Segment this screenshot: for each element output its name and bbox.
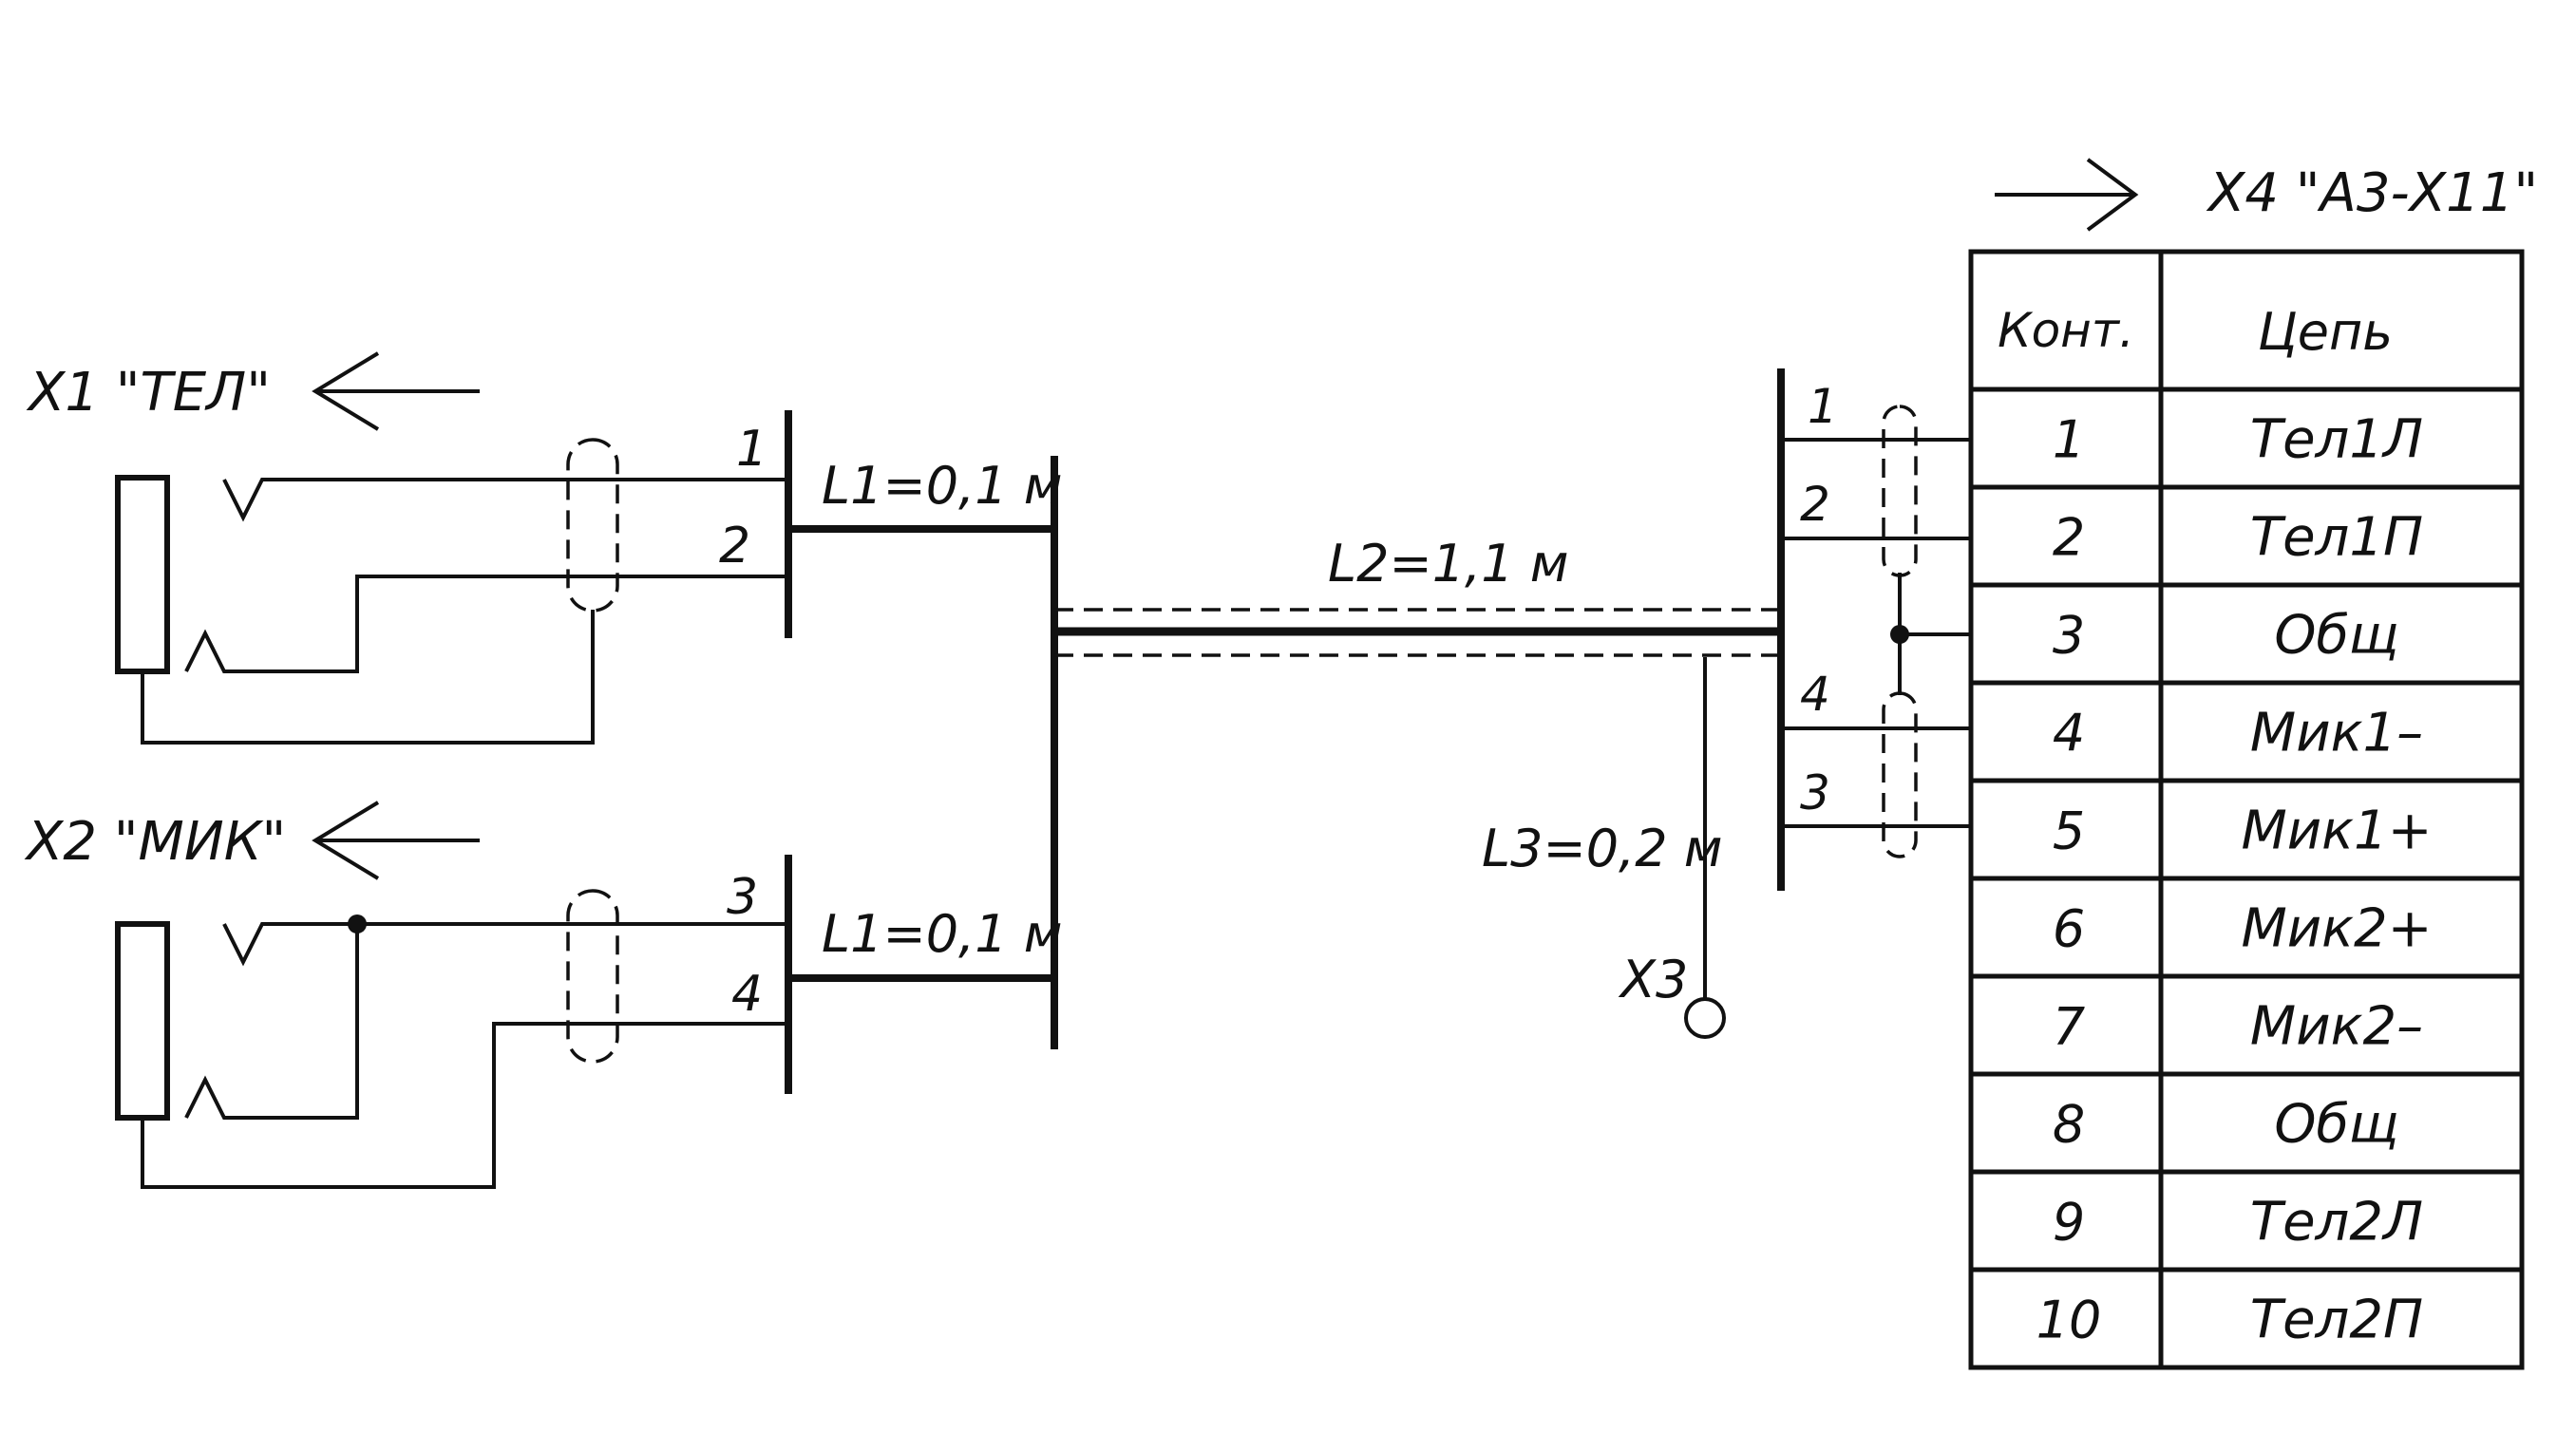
x2-wire-3 (222, 922, 788, 967)
x4-pin-1: 1 (1808, 379, 1838, 434)
x4-table-contact-cell: 4 (2053, 704, 2085, 764)
x4-table-row: 8 Общ (2053, 1094, 2399, 1156)
x1-wire-2 (184, 575, 788, 673)
x4-table-row: 3 Общ (2053, 605, 2399, 667)
x4-table-circuit-cell: Тел1Л (2250, 409, 2423, 471)
connector-x2: X2 "МИК" 3 4 (24, 801, 792, 1189)
harness: L1=0,1 м L1=0,1 м L2=1,1 м L3=0,2 м X3 (788, 456, 1781, 1049)
connector-x2-label: X2 "МИК" (24, 811, 286, 873)
x4-table-circuit-cell: Тел1П (2250, 507, 2423, 569)
x2-shield-icon (566, 889, 619, 1064)
x4-junction-dot (1890, 625, 1909, 644)
x4-table-contact-cell: 6 (2053, 899, 2085, 959)
x4-table-contact-cell: 8 (2053, 1095, 2085, 1155)
x4-shield-bottom-icon (1882, 691, 1918, 858)
x4-table-row: 2 Тел1П (2053, 507, 2423, 569)
x1-shield-icon (566, 438, 619, 613)
x2-pin-4: 4 (731, 966, 763, 1023)
x1-pin-2: 2 (719, 518, 750, 575)
x4-table-contact-cell: 3 (2053, 606, 2085, 666)
jack-x1-body-icon (115, 475, 170, 674)
x3-terminal-icon (1684, 997, 1726, 1039)
x4-table-contact-cell: 9 (2053, 1193, 2085, 1253)
x4-table-contact-cell: 1 (2053, 410, 2085, 470)
x4-table-circuit-cell: Мик1+ (2241, 801, 2432, 862)
x4-table-row: 5 Мик1+ (2053, 801, 2433, 862)
jack-x2-body-icon (115, 921, 170, 1121)
x4-shield-top-icon (1882, 405, 1918, 577)
x4-table-row-lines (1971, 484, 2522, 1273)
x4-table-row: 6 Мик2+ (2053, 898, 2433, 960)
connector-x1: X1 "ТЕЛ" 1 2 (26, 351, 792, 745)
x4-table-circuit-cell: Мик2+ (2241, 898, 2432, 960)
x1-wire-shield (141, 610, 595, 745)
x4-table-contact-cell: 2 (2053, 508, 2085, 568)
connector-x4-label: X4 "А3-X11" (2206, 162, 2538, 224)
x4-table-contact-cell: 7 (2053, 997, 2085, 1057)
l1-top-label: L1=0,1 м (822, 456, 1062, 516)
x4-pin-4: 4 (1800, 667, 1830, 722)
x2-pin-3: 3 (727, 869, 758, 926)
connector-x1-label: X1 "ТЕЛ" (26, 362, 271, 424)
x4-table-circuit-cell: Общ (2274, 1094, 2398, 1156)
x4-pin-2: 2 (1800, 477, 1830, 532)
x4-table-header-contact: Конт. (1998, 303, 2134, 358)
x4-direction-arrow-icon (1995, 158, 2139, 232)
l3-label: L3=0,2 м (1482, 819, 1722, 878)
x4-table-row: 7 Мик2– (2053, 996, 2423, 1058)
x4-table-row: 9 Тел2Л (2053, 1192, 2423, 1254)
connector-x2-symbol-icon (312, 801, 480, 880)
x4-table-header-circuit: Цепь (2258, 302, 2393, 362)
x4-table-row: 10 Тел2П (2036, 1290, 2423, 1351)
x1-pin-1: 1 (736, 421, 767, 478)
connector-x1-symbol-icon (312, 351, 480, 431)
x4-table-contact-cell: 10 (2036, 1291, 2102, 1350)
x2-junction-dot (348, 914, 367, 933)
x4-table-row: 4 Мик1– (2053, 703, 2423, 764)
x4-table-contact-cell: 5 (2053, 801, 2085, 861)
x4-table-frame (1968, 249, 2525, 1370)
x2-wire-4 (141, 1022, 788, 1189)
x4-pin-3: 3 (1800, 765, 1830, 820)
x4-table-circuit-cell: Мик1– (2250, 703, 2423, 764)
x4-table-circuit-cell: Общ (2274, 605, 2398, 667)
connector-x3-label: X3 (1618, 950, 1688, 1009)
x1-wire-1 (222, 478, 788, 522)
x4-table-circuit-cell: Тел2Л (2250, 1192, 2423, 1254)
x2-wire-common (184, 924, 359, 1120)
x4-table-row: 1 Тел1Л (2053, 409, 2423, 471)
l2-label: L2=1,1 м (1328, 534, 1568, 594)
x4-table-circuit-cell: Тел2П (2250, 1290, 2423, 1351)
x4-table-circuit-cell: Мик2– (2250, 996, 2423, 1058)
l1-bottom-label: L1=0,1 м (822, 904, 1062, 964)
